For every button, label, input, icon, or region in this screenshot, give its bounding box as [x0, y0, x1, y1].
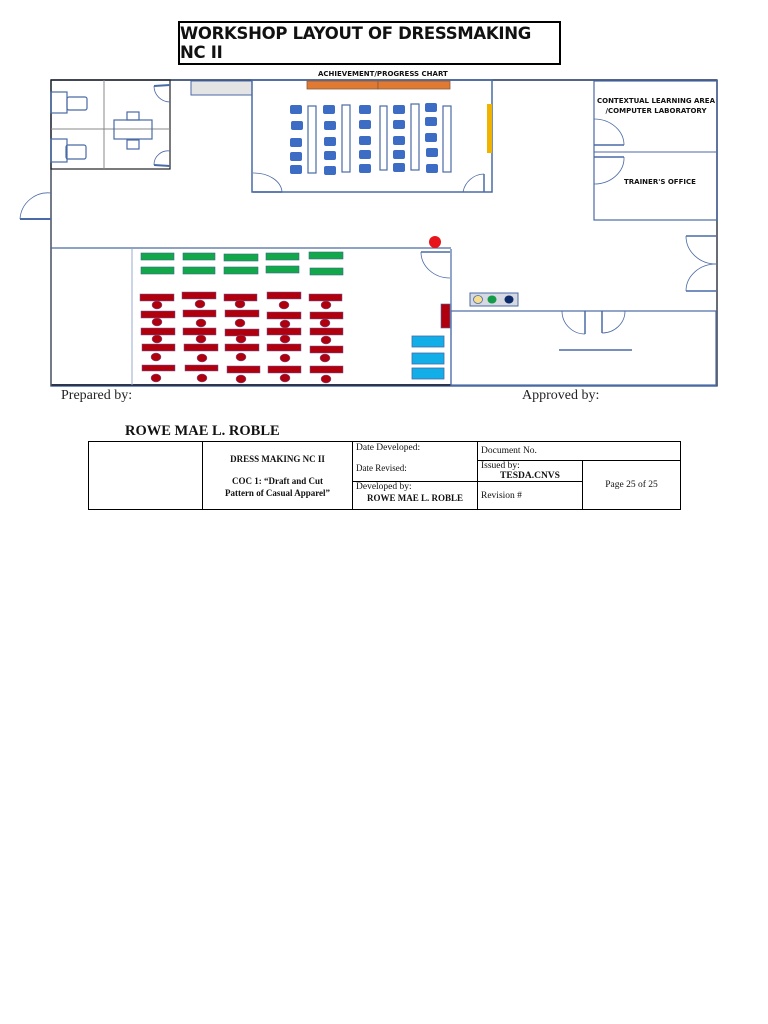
issued-by-label: Issued by: — [481, 461, 520, 471]
prepared-by-label: Prepared by: — [61, 388, 133, 403]
revision-label: Revision # — [481, 490, 522, 501]
floor-plan — [19, 79, 718, 387]
date-revised-label: Date Revised: — [356, 463, 407, 473]
course-title: DRESS MAKING NC II — [230, 453, 325, 464]
dates-cell: Date Developed: Date Revised: — [352, 441, 478, 482]
coc-line2: Pattern of Casual Apparel” — [224, 487, 331, 498]
document-footer-table: DRESS MAKING NC II COC 1: “Draft and Cut… — [88, 441, 681, 510]
contextual-learning-label: CONTEXTUAL LEARNING AREA /COMPUTER LABOR… — [594, 96, 718, 116]
page-info: Page 25 of 25 — [582, 460, 681, 510]
lecture-room — [251, 79, 493, 193]
date-developed-label: Date Developed: — [356, 443, 421, 453]
document-no-cell: Document No. — [477, 441, 681, 461]
top-left-office — [50, 79, 171, 170]
gray-counter — [190, 80, 253, 96]
sewing-room — [131, 236, 452, 386]
fire-alarm-icon — [429, 236, 441, 248]
right-rooms — [593, 80, 718, 292]
issuer: TESDA.CNVS — [500, 471, 560, 481]
coc-line1: COC 1: “Draft and Cut — [232, 475, 323, 486]
page-title: WORKSHOP LAYOUT OF DRESSMAKING NC II — [178, 21, 561, 65]
logo-cell — [88, 441, 203, 510]
bottom-right-room — [450, 310, 717, 386]
revision-cell: Revision # — [477, 481, 583, 510]
achievement-chart-label: ACHIEVEMENT/PROGRESS CHART — [318, 70, 448, 78]
left-entrance-door — [19, 192, 52, 220]
traffic-light-indicator — [469, 292, 519, 307]
issued-by-cell: Issued by: TESDA.CNVS — [477, 460, 583, 482]
document-no-label: Document No. — [481, 446, 537, 456]
developed-by-cell: Developed by: ROWE MAE L. ROBLE — [352, 481, 478, 510]
preparer-name: ROWE MAE L. ROBLE — [125, 423, 280, 439]
course-info-cell: DRESS MAKING NC II COC 1: “Draft and Cut… — [202, 441, 353, 510]
developer-name: ROWE MAE L. ROBLE — [366, 493, 463, 503]
developed-by-label: Developed by: — [356, 482, 412, 492]
contextual-learning-label-line2: /COMPUTER LABORATORY — [605, 107, 707, 115]
contextual-learning-label-line1: CONTEXTUAL LEARNING AREA — [596, 97, 716, 105]
trainers-office-label: TRAINER'S OFFICE — [624, 178, 696, 186]
approved-by-label: Approved by: — [522, 388, 600, 403]
